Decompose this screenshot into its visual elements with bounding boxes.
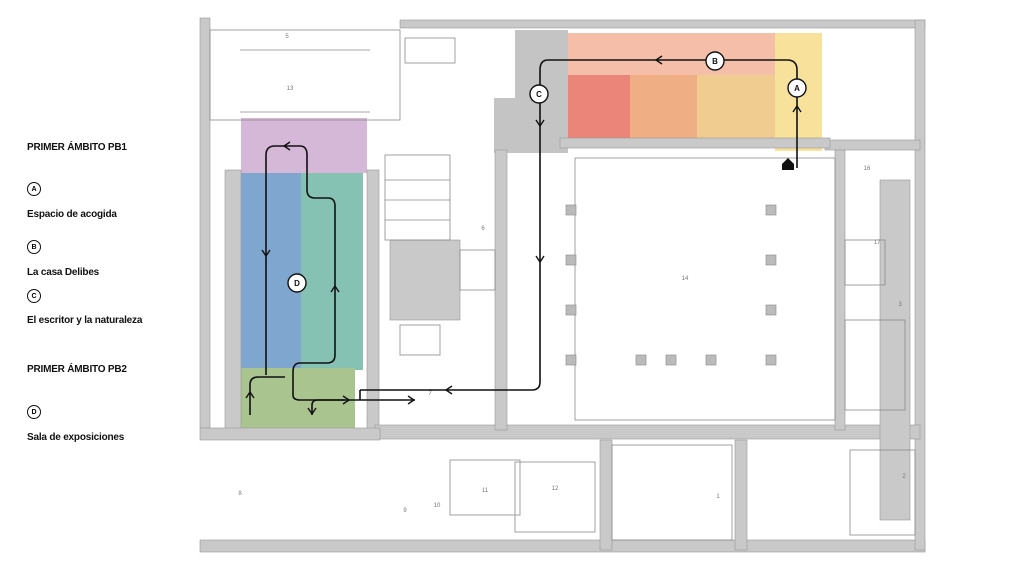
- zone-d-blue: [241, 173, 301, 370]
- legend-heading-pb2: PRIMER ÁMBITO PB2: [27, 364, 127, 375]
- svg-text:D: D: [294, 279, 300, 288]
- route-a-b-c: [360, 59, 798, 391]
- room-number: 14: [682, 276, 689, 282]
- zone-b-room-3: [697, 75, 775, 138]
- room-number: 6: [481, 226, 485, 232]
- marker-b-badge: B: [27, 240, 41, 254]
- interior-lines: [209, 29, 916, 541]
- legend-label-a: Espacio de acogida: [27, 209, 117, 220]
- legend-label-b: La casa Delibes: [27, 267, 100, 278]
- legend-label-c: El escritor y la naturaleza: [27, 315, 143, 326]
- svg-text:C: C: [536, 90, 542, 99]
- zone-b-room-2: [630, 75, 697, 138]
- room-number: 2: [902, 474, 906, 480]
- route-d-loop: [265, 145, 345, 401]
- zone-b-room-1: [568, 75, 630, 138]
- room-number: 16: [864, 166, 871, 172]
- house-entrance-icon: [782, 158, 794, 170]
- zone-d-teal: [301, 173, 363, 370]
- visit-route: [245, 55, 802, 416]
- room-number: 7: [428, 391, 432, 397]
- legend-heading-pb1: PRIMER ÁMBITO PB1: [27, 142, 127, 153]
- zone-marker-c: C: [529, 84, 549, 104]
- marker-d-badge: D: [27, 405, 41, 419]
- zone-b-corridor: [568, 33, 775, 75]
- room-numbers: 5 13 6 14 16 17 3 7 8 9 10 11 12 1 2: [238, 34, 906, 514]
- room-number: 11: [482, 488, 489, 494]
- zone-marker-d: D: [287, 273, 307, 293]
- zones: [233, 30, 822, 430]
- room-number: 17: [874, 240, 881, 246]
- svg-text:A: A: [794, 84, 800, 93]
- zone-d-purple: [241, 118, 367, 173]
- room-number: 5: [285, 34, 289, 40]
- route-d-lower: [249, 376, 415, 415]
- svg-text:B: B: [712, 57, 718, 66]
- marker-a-badge: A: [27, 182, 41, 196]
- room-number: 1: [716, 494, 720, 500]
- room-number: 3: [898, 302, 902, 308]
- room-number: 9: [403, 508, 407, 514]
- room-number: 12: [552, 486, 559, 492]
- legend-label-d: Sala de exposiciones: [27, 432, 125, 443]
- walls: [199, 17, 926, 553]
- zone-marker-b: B: [705, 51, 725, 71]
- room-number: 10: [434, 503, 441, 509]
- zone-marker-a: A: [787, 78, 807, 98]
- room-number: 8: [238, 491, 242, 497]
- zone-c-lower: [494, 98, 516, 153]
- marker-c-badge: C: [27, 289, 41, 303]
- room-number: 13: [287, 86, 294, 92]
- route-arrows: [245, 55, 802, 416]
